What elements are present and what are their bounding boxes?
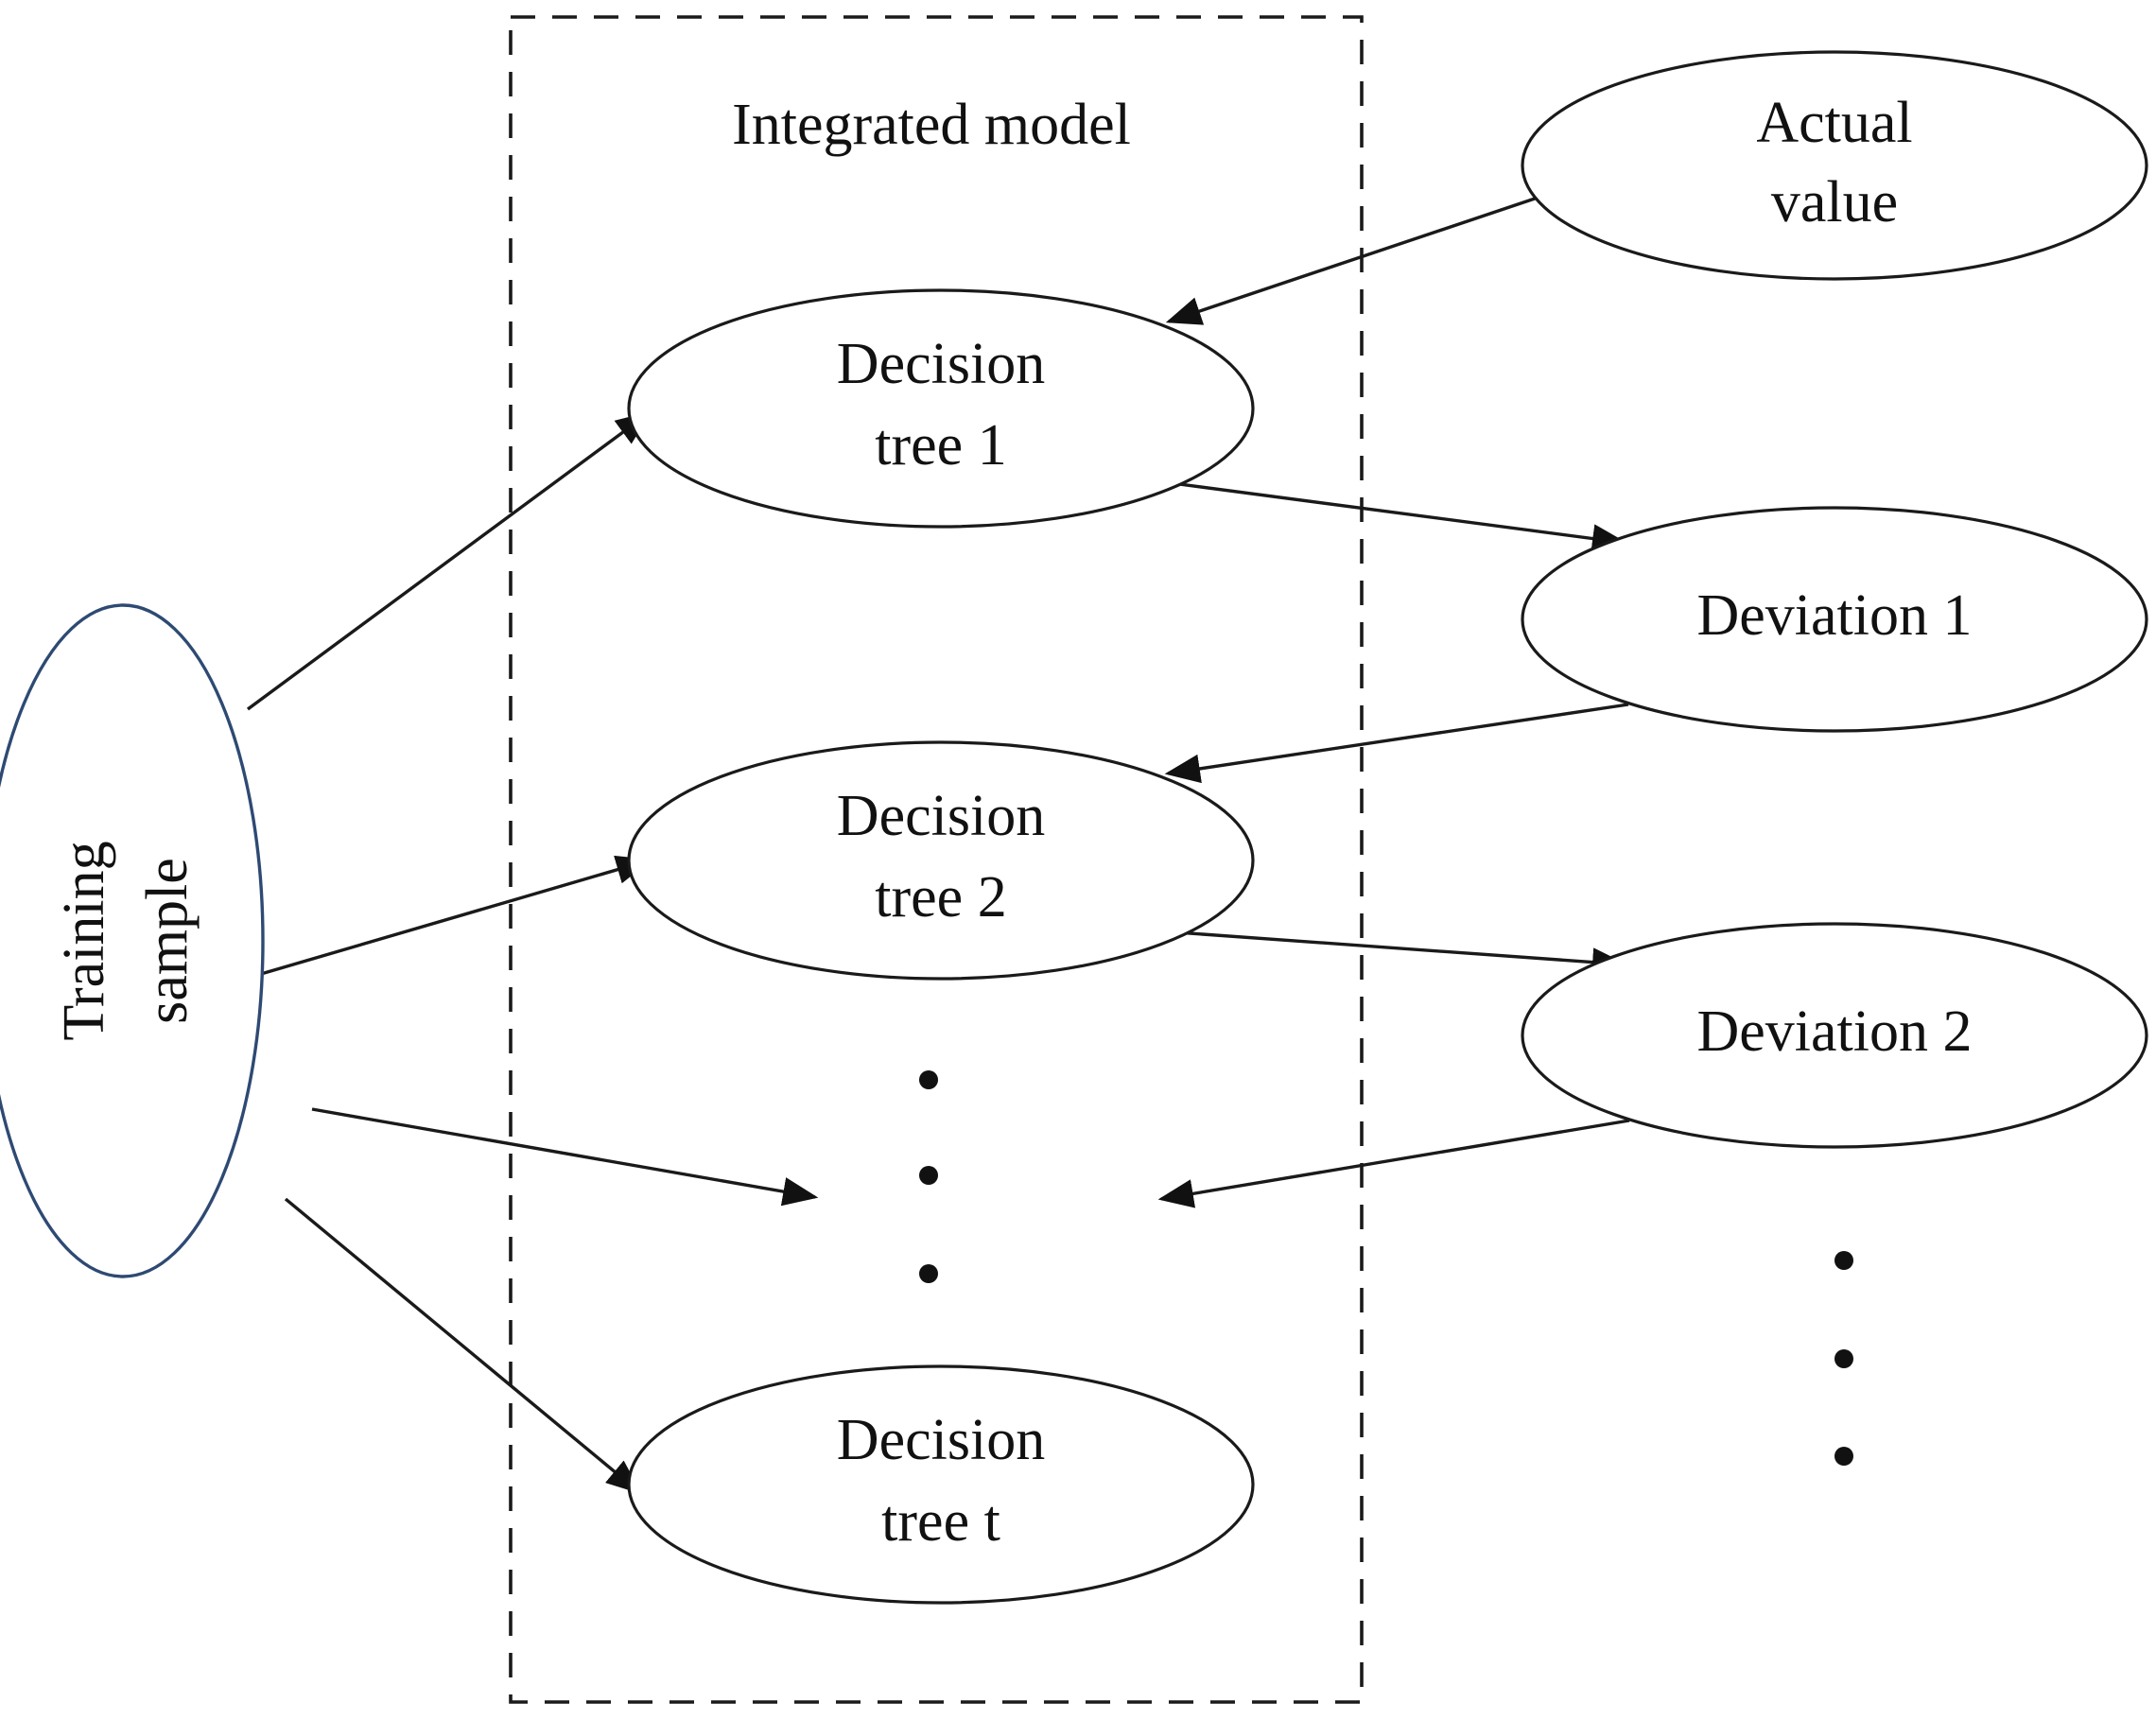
- integrated-model-label: Integrated model: [732, 93, 1131, 157]
- deviation-1-label: Deviation 1: [1697, 583, 1973, 648]
- actual-value-label-line2: value: [1771, 170, 1898, 235]
- decision-tree-1-label-line1: Decision: [837, 332, 1045, 396]
- node-decision-tree-1[interactable]: Decision tree 1: [627, 288, 1255, 529]
- node-training-sample[interactable]: Training sample: [0, 603, 265, 1278]
- middle-ellipsis-dots: [919, 1070, 938, 1283]
- node-decision-tree-2[interactable]: Decision tree 2: [627, 740, 1255, 981]
- edge-deviation2-to-ellipsis: [1157, 1119, 1630, 1208]
- ellipsis-dot: [1834, 1349, 1853, 1368]
- decision-tree-2-label-line2: tree 2: [875, 865, 1006, 929]
- edge-deviation1-to-tree2: [1164, 703, 1629, 784]
- decision-tree-t-ellipse: [627, 1364, 1255, 1605]
- decision-tree-2-ellipse: [627, 740, 1255, 981]
- decision-tree-1-ellipse: [627, 288, 1255, 529]
- edge-actual-to-tree1: [1165, 194, 1544, 325]
- ellipsis-dot: [919, 1166, 938, 1185]
- actual-value-ellipse: [1521, 50, 2148, 281]
- edge-training-to-tree2: [260, 855, 652, 976]
- deviation-2-ellipse: [1521, 922, 2148, 1149]
- right-ellipsis-dots: [1834, 1251, 1853, 1466]
- edge-training-to-treet: [284, 1197, 642, 1495]
- actual-value-label-line1: Actual: [1756, 91, 1912, 155]
- decision-tree-t-label-line1: Decision: [837, 1408, 1045, 1472]
- ellipsis-dot: [919, 1070, 938, 1089]
- decision-tree-1-label-line2: tree 1: [875, 413, 1006, 478]
- training-sample-ellipse: [0, 603, 265, 1278]
- node-deviation-2[interactable]: Deviation 2: [1521, 922, 2148, 1149]
- deviation-2-label: Deviation 2: [1697, 999, 1973, 1064]
- deviation-1-ellipse: [1521, 506, 2148, 733]
- ellipsis-dot: [1834, 1447, 1853, 1466]
- decision-tree-t-label-line2: tree t: [881, 1489, 1000, 1554]
- ellipsis-dot: [1834, 1251, 1853, 1270]
- node-decision-tree-t[interactable]: Decision tree t: [627, 1364, 1255, 1605]
- node-deviation-1[interactable]: Deviation 1: [1521, 506, 2148, 733]
- ellipsis-dot: [919, 1264, 938, 1283]
- edge-tree1-to-deviation1: [1164, 480, 1628, 553]
- training-sample-label-line2: sample: [135, 858, 200, 1024]
- integrated-model-box: [509, 15, 1364, 1704]
- edge-training-to-tree1: [246, 410, 652, 711]
- decision-tree-2-label-line1: Decision: [837, 784, 1045, 848]
- edge-training-to-ellipsis: [311, 1107, 819, 1207]
- training-sample-label-line1: Training: [52, 841, 116, 1040]
- edge-tree2-to-deviation2: [1162, 929, 1628, 977]
- node-actual-value[interactable]: Actual value: [1521, 50, 2148, 281]
